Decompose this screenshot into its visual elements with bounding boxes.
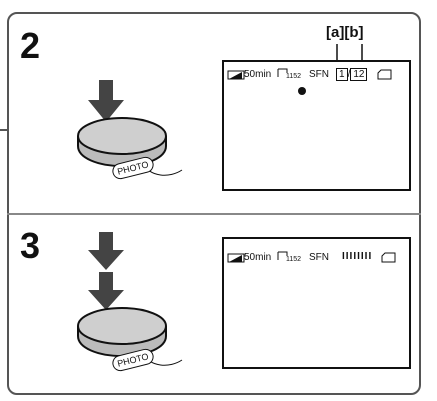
image-size-icon [277, 251, 288, 260]
photo-button-icon[interactable] [70, 232, 190, 382]
step-number: 3 [20, 225, 41, 266]
callout-b: [b] [344, 24, 364, 41]
callout-a: [a] [326, 24, 345, 41]
down-arrow-icon [88, 232, 124, 270]
recording-dot-icon [298, 87, 306, 95]
photo-button-illustration: PHOTO [70, 80, 190, 190]
image-size-value: 1152 [286, 256, 302, 263]
memory-card-icon [377, 69, 392, 80]
tape-remaining: 50min [244, 69, 272, 80]
lcd-screen-step-2: 50min 1152 SFN 1/12 [222, 60, 411, 191]
total-count: 12 [350, 68, 368, 81]
down-arrow-icon [88, 80, 124, 122]
quality-indicator: SFN [309, 69, 329, 80]
battery-icon [227, 70, 245, 80]
quality-indicator: SFN [309, 252, 329, 263]
lcd-screen-step-3: 50min 1152 SFN IIIIIIII [222, 237, 411, 369]
callout-labels: [a][b] [326, 24, 364, 41]
battery-icon [227, 253, 245, 263]
image-counter: 1/12 [336, 68, 368, 81]
memory-card-icon [381, 252, 396, 263]
counter-separator: / [347, 69, 351, 80]
step-number: 2 [20, 25, 41, 66]
image-size-value: 1152 [286, 73, 302, 80]
progress-bars: IIIIIIII [342, 251, 373, 262]
tape-remaining: 50min [244, 252, 272, 263]
edge-tick [0, 129, 7, 131]
current-index: 1 [336, 68, 348, 81]
photo-button-illustration: PHOTO [70, 232, 190, 382]
instruction-frame [7, 12, 421, 395]
image-size-icon [277, 68, 288, 77]
down-arrow-icon [88, 272, 124, 310]
step-divider [7, 213, 421, 215]
